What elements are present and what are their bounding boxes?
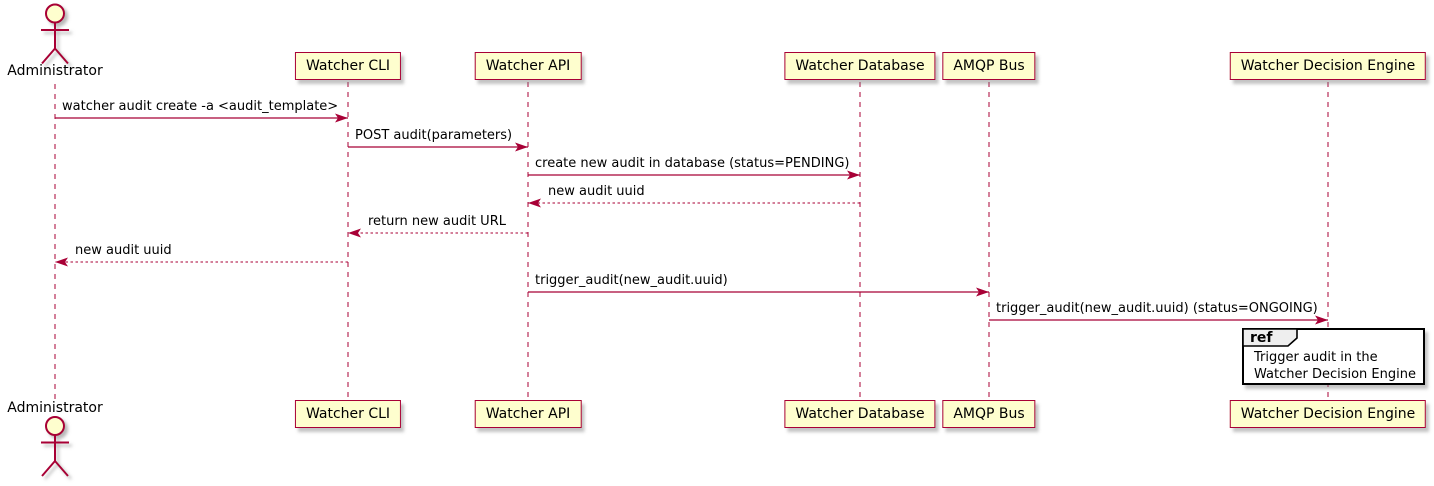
participant-label: Watcher Database [795, 58, 925, 74]
message-label: new audit uuid [75, 243, 172, 258]
message-arrowhead [348, 228, 361, 238]
participant-box-watcher-database-top: Watcher Database [784, 52, 936, 80]
participant-label: AMQP Bus [953, 406, 1025, 422]
ref-header-pentagon [1242, 328, 1298, 347]
ref-text-line: Trigger audit in the [1254, 350, 1378, 365]
ref-keyword: ref [1250, 330, 1273, 346]
message-arrowhead [335, 113, 348, 123]
participant-box-watcher-cli-bottom: Watcher CLI [294, 400, 402, 428]
message-arrowhead [847, 170, 860, 180]
message-arrowhead [976, 287, 989, 297]
participant-box-amqp-bus-bottom: AMQP Bus [942, 400, 1036, 428]
message-label: watcher audit create -a <audit_template> [62, 99, 339, 114]
message-arrowhead [528, 198, 541, 208]
message-arrowhead [55, 257, 68, 267]
participant-label: Watcher Decision Engine [1240, 406, 1416, 422]
participant-box-watcher-api-top: Watcher API [474, 52, 582, 80]
actor-icon-administrator-top [41, 3, 69, 65]
participant-label: Watcher Decision Engine [1240, 58, 1416, 74]
message-label: trigger_audit(new_audit.uuid) (status=ON… [996, 301, 1318, 316]
participant-box-amqp-bus-top: AMQP Bus [942, 52, 1036, 80]
participant-box-watcher-database-bottom: Watcher Database [784, 400, 936, 428]
participant-box-watcher-cli-top: Watcher CLI [294, 52, 402, 80]
message-label: return new audit URL [368, 214, 506, 229]
message-arrowhead [1315, 315, 1328, 325]
participant-label: Watcher Database [795, 406, 925, 422]
ref-text-line: Watcher Decision Engine [1254, 367, 1416, 382]
message-label: new audit uuid [548, 184, 645, 199]
message-label: create new audit in database (status=PEN… [535, 156, 850, 171]
participant-label: Watcher API [485, 406, 571, 422]
actor-label-administrator-bottom: Administrator [7, 400, 103, 416]
message-label: trigger_audit(new_audit.uuid) [535, 273, 728, 288]
actor-icon-administrator-bottom [41, 416, 69, 477]
participant-box-watcher-decision-engine-bottom: Watcher Decision Engine [1229, 400, 1427, 428]
message-label: POST audit(parameters) [355, 128, 513, 143]
participant-box-watcher-api-bottom: Watcher API [474, 400, 582, 428]
participant-label: Watcher CLI [305, 406, 391, 422]
actor-label-administrator-top: Administrator [7, 63, 103, 79]
participant-label: Watcher API [485, 58, 571, 74]
participant-label: Watcher CLI [305, 58, 391, 74]
participant-box-watcher-decision-engine-top: Watcher Decision Engine [1229, 52, 1427, 80]
participant-label: AMQP Bus [953, 58, 1025, 74]
message-arrowhead [515, 142, 528, 152]
